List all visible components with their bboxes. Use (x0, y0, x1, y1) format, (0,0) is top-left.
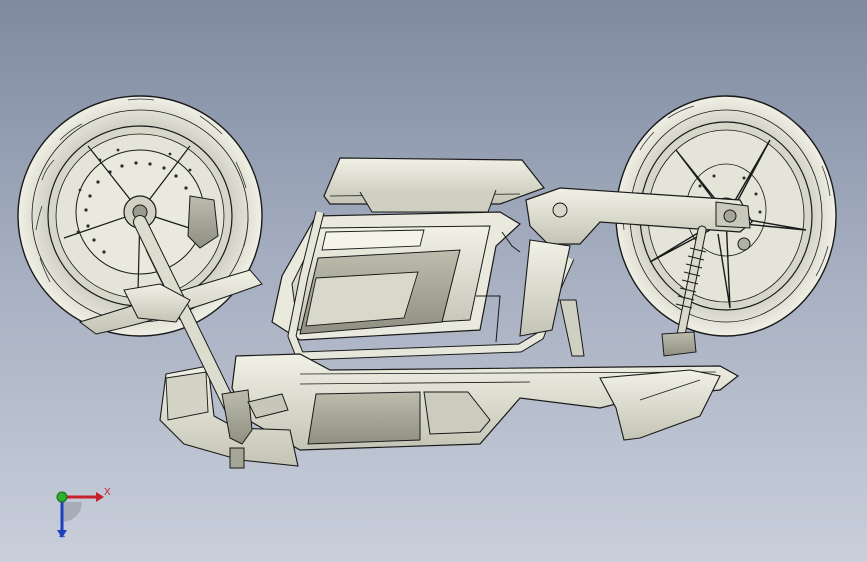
fork-bottom-clamp (221, 389, 289, 469)
triad-z-label: Z (59, 529, 66, 540)
fuel-tank[interactable] (323, 157, 545, 213)
rear-shock[interactable] (661, 225, 707, 357)
front-fork[interactable] (123, 215, 289, 469)
frame-body[interactable] (271, 210, 585, 361)
lower-fairing[interactable] (159, 353, 740, 467)
triad-x-label: X (104, 487, 111, 498)
swingarm[interactable] (525, 187, 753, 251)
coordinate-triad-icon (56, 491, 104, 538)
